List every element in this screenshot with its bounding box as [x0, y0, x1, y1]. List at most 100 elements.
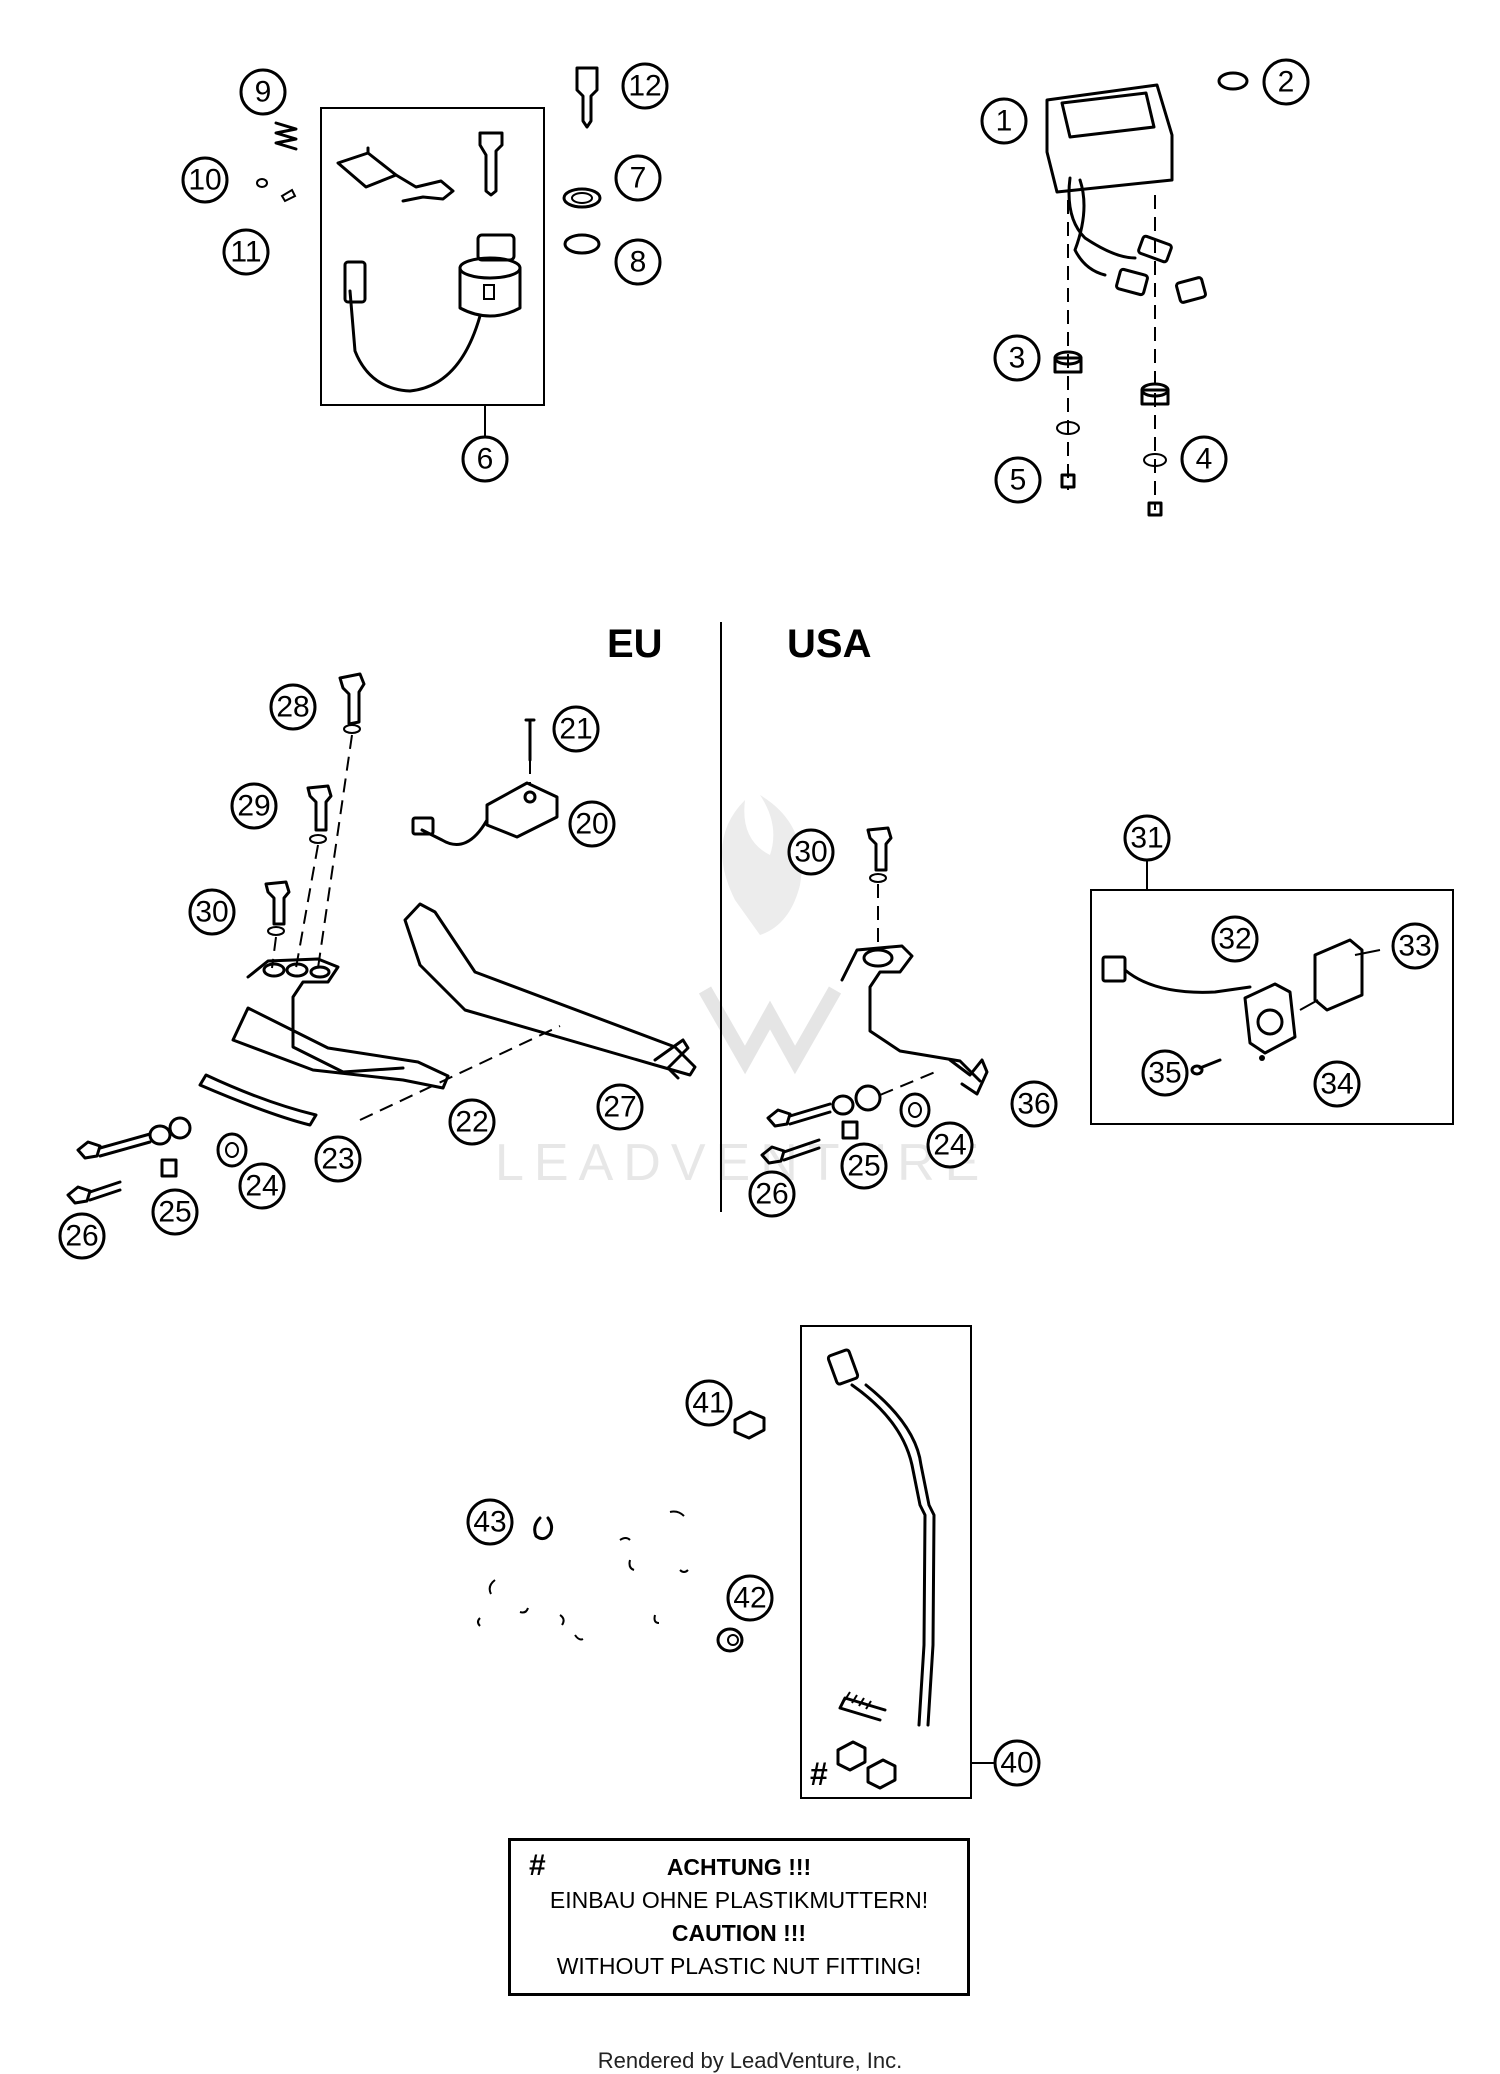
callout-34: 34: [1313, 1060, 1361, 1108]
grommet-24-usa: [899, 1092, 931, 1128]
warning-box: # ACHTUNG !!! EINBAU OHNE PLASTIKMUTTERN…: [508, 1838, 970, 1996]
svg-text:11: 11: [230, 236, 261, 269]
leader-29: [295, 844, 319, 969]
cable-kit-box: [800, 1325, 972, 1799]
sensor-kit-box: [1090, 889, 1454, 1125]
svg-text:26: 26: [755, 1178, 788, 1211]
callout-43: 43: [466, 1498, 514, 1546]
ignition-kit-box: [320, 107, 545, 406]
callout-24-usa: 24: [926, 1121, 974, 1169]
warning-line-2: EINBAU OHNE PLASTIKMUTTERN!: [549, 1887, 929, 1913]
callout-33: 33: [1391, 922, 1439, 970]
eu-bracket: [231, 957, 450, 1090]
svg-text:25: 25: [158, 1196, 191, 1229]
svg-text:24: 24: [933, 1129, 966, 1162]
speedometer: [1045, 83, 1207, 304]
callout-11: 11: [222, 228, 270, 276]
svg-text:40: 40: [1000, 1747, 1033, 1780]
switch-20: [411, 781, 559, 846]
leader-30-eu: [271, 936, 277, 969]
bolt-30-eu: [264, 880, 291, 936]
region-label-usa: USA: [787, 622, 871, 666]
svg-text:31: 31: [1130, 822, 1163, 855]
svg-text:35: 35: [1148, 1057, 1181, 1090]
ignition-lock-cylinder: [336, 131, 504, 203]
svg-text:41: 41: [692, 1387, 725, 1420]
sensor-kit: [1101, 938, 1381, 1076]
callout-32: 32: [1211, 915, 1259, 963]
svg-text:43: 43: [473, 1506, 506, 1539]
svg-text:22: 22: [455, 1106, 488, 1139]
callout-20: 20: [568, 800, 616, 848]
svg-text:25: 25: [847, 1150, 880, 1183]
warning-symbol: #: [529, 1849, 546, 1882]
bolt-long-eu: [76, 1116, 192, 1160]
callout-5: 5: [994, 456, 1042, 504]
callout-29: 29: [230, 782, 278, 830]
callout-26-usa: 26: [748, 1170, 796, 1218]
callout-2: 2: [1262, 58, 1310, 106]
grommet-3: [1053, 350, 1170, 406]
bolt-28: [338, 672, 366, 734]
callout-4: 4: [1180, 435, 1228, 483]
oring-8: [563, 233, 601, 255]
bolt-29: [306, 784, 333, 844]
callout-41: 41: [685, 1379, 733, 1427]
callout-8: 8: [614, 238, 662, 286]
callout-26-eu: 26: [58, 1212, 106, 1260]
svg-text:26: 26: [65, 1220, 98, 1253]
callout-24-eu: 24: [238, 1162, 286, 1210]
callout-36: 36: [1010, 1080, 1058, 1128]
callout-28: 28: [269, 683, 317, 731]
callout-30-usa: 30: [787, 828, 835, 876]
callout-9: 9: [239, 68, 287, 116]
cable-guide-41: [733, 1410, 766, 1440]
svg-text:24: 24: [245, 1170, 278, 1203]
watermark: LEADVENTURE: [495, 795, 989, 1192]
callout-10: 10: [181, 156, 229, 204]
ignition-switch-body: [343, 233, 522, 393]
footer-credit: Rendered by LeadVenture, Inc.: [597, 2048, 903, 2073]
svg-text:30: 30: [794, 836, 827, 869]
screw-21: [524, 718, 536, 762]
svg-text:5: 5: [1010, 464, 1027, 497]
svg-text:8: 8: [630, 246, 647, 279]
callout-3: 3: [993, 334, 1041, 382]
callout-25-eu: 25: [151, 1188, 199, 1236]
svg-text:21: 21: [559, 713, 592, 746]
callout-31: 31: [1123, 814, 1171, 862]
svg-text:20: 20: [575, 808, 608, 841]
nut-5: [1060, 473, 1163, 517]
callout-40: 40: [993, 1739, 1041, 1787]
bolt-short-usa: [760, 1138, 821, 1165]
speedo-cable: [826, 1348, 936, 1790]
svg-text:12: 12: [628, 70, 661, 103]
bracket-27: [403, 902, 697, 1080]
svg-text:33: 33: [1398, 930, 1431, 963]
svg-text:29: 29: [237, 790, 270, 823]
spacer-25-usa: [841, 1120, 859, 1140]
svg-text:27: 27: [603, 1091, 636, 1124]
watermark-text: LEADVENTURE: [495, 1134, 989, 1192]
callout-22: 22: [448, 1098, 496, 1146]
callout-27: 27: [596, 1083, 644, 1131]
phantom-wheel: [477, 1510, 689, 1641]
rubber-strip-23: [198, 1073, 318, 1127]
svg-text:9: 9: [255, 76, 272, 109]
svg-text:3: 3: [1009, 342, 1026, 375]
spring-9: [274, 121, 298, 151]
svg-text:28: 28: [276, 691, 309, 724]
bolt-long-usa: [766, 1084, 882, 1128]
leader-eu-bracket: [359, 1025, 561, 1121]
leader-usa-bolt: [879, 1069, 941, 1096]
washer-10: [256, 178, 268, 188]
bolt-short-eu: [66, 1180, 122, 1205]
svg-text:1: 1: [996, 105, 1013, 138]
svg-text:4: 4: [1196, 443, 1213, 476]
grommet-42: [716, 1627, 744, 1653]
clip-43: [533, 1516, 554, 1541]
svg-text:32: 32: [1218, 923, 1251, 956]
svg-text:30: 30: [195, 896, 228, 929]
svg-text:10: 10: [188, 164, 221, 197]
